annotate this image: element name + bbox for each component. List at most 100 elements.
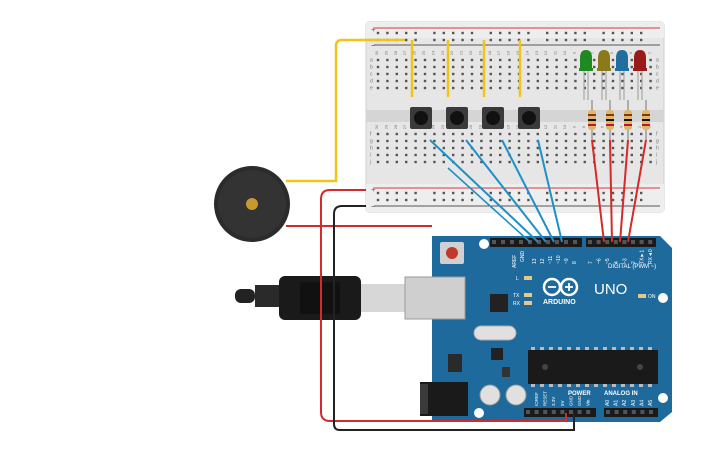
breadboard-hole[interactable] <box>630 72 633 76</box>
wire-yellow-buzzer[interactable] <box>286 38 405 183</box>
breadboard-hole[interactable] <box>433 79 436 83</box>
breadboard-hole[interactable] <box>470 139 474 143</box>
breadboard-hole[interactable] <box>583 146 586 150</box>
breadboard-hole[interactable] <box>414 160 417 164</box>
breadboard-hole[interactable] <box>395 132 398 136</box>
breadboard-hole[interactable] <box>452 132 455 136</box>
breadboard-hole[interactable] <box>470 65 474 69</box>
breadboard-hole[interactable] <box>452 153 455 157</box>
breadboard-hole[interactable] <box>564 160 568 164</box>
breadboard-hole[interactable] <box>461 58 464 62</box>
breadboard-hole[interactable] <box>527 58 530 62</box>
breadboard-hole[interactable] <box>499 160 502 164</box>
breadboard-hole[interactable] <box>527 86 530 90</box>
rail-hole[interactable] <box>461 198 464 202</box>
header-socket[interactable] <box>519 240 523 244</box>
yellow-jumpers[interactable] <box>410 40 522 97</box>
rail-hole[interactable] <box>395 198 398 202</box>
resistors[interactable] <box>588 100 650 140</box>
breadboard-hole[interactable] <box>452 58 455 62</box>
breadboard-hole[interactable] <box>621 79 624 83</box>
header-socket[interactable] <box>526 410 530 414</box>
breadboard-hole[interactable] <box>621 139 624 143</box>
rail-hole[interactable] <box>564 38 568 42</box>
rail-hole[interactable] <box>489 38 492 42</box>
breadboard-hole[interactable] <box>611 153 615 157</box>
power-header[interactable] <box>524 408 596 417</box>
breadboard-hole[interactable] <box>442 86 445 90</box>
breadboard-hole[interactable] <box>621 72 624 76</box>
breadboard-hole[interactable] <box>405 153 408 157</box>
breadboard-hole[interactable] <box>499 132 502 136</box>
breadboard-hole[interactable] <box>499 139 502 143</box>
breadboard-hole[interactable] <box>480 86 483 90</box>
breadboard-hole[interactable] <box>611 72 615 76</box>
breadboard-hole[interactable] <box>433 65 436 69</box>
breadboard-hole[interactable] <box>574 58 577 62</box>
rail-hole[interactable] <box>452 31 455 35</box>
rail-hole[interactable] <box>583 31 586 35</box>
rail-hole[interactable] <box>499 191 502 195</box>
rail-hole[interactable] <box>376 31 380 35</box>
breadboard-hole[interactable] <box>376 153 380 157</box>
rail-hole[interactable] <box>640 198 643 202</box>
breadboard-hole[interactable] <box>574 139 577 143</box>
breadboard-hole[interactable] <box>461 72 464 76</box>
header-socket[interactable] <box>510 240 514 244</box>
rail-hole[interactable] <box>583 191 586 195</box>
breadboard-hole[interactable] <box>517 153 521 157</box>
breadboard-hole[interactable] <box>649 153 652 157</box>
breadboard-hole[interactable] <box>480 139 483 143</box>
breadboard-hole[interactable] <box>442 160 445 164</box>
header-socket[interactable] <box>501 240 505 244</box>
breadboard-hole[interactable] <box>640 146 643 150</box>
analog-header[interactable] <box>604 408 658 417</box>
breadboard-hole[interactable] <box>583 72 586 76</box>
rail-hole[interactable] <box>461 31 464 35</box>
breadboard-hole[interactable] <box>423 79 427 83</box>
rail-hole[interactable] <box>433 191 436 195</box>
breadboard-hole[interactable] <box>649 160 652 164</box>
breadboard-hole[interactable] <box>433 132 436 136</box>
breadboard-hole[interactable] <box>480 160 483 164</box>
breadboard-hole[interactable] <box>499 86 502 90</box>
rail-hole[interactable] <box>489 31 492 35</box>
breadboard-hole[interactable] <box>414 153 417 157</box>
breadboard-hole[interactable] <box>423 58 427 62</box>
breadboard-hole[interactable] <box>583 153 586 157</box>
rail-hole[interactable] <box>574 38 577 42</box>
breadboard-hole[interactable] <box>480 132 483 136</box>
breadboard-hole[interactable] <box>593 146 596 150</box>
breadboard-hole[interactable] <box>452 65 455 69</box>
rail-hole[interactable] <box>546 198 549 202</box>
breadboard-hole[interactable] <box>611 146 615 150</box>
breadboard-hole[interactable] <box>376 58 380 62</box>
header-socket[interactable] <box>613 240 618 244</box>
breadboard-hole[interactable] <box>640 79 643 83</box>
breadboard-hole[interactable] <box>405 160 408 164</box>
breadboard-hole[interactable] <box>630 153 633 157</box>
breadboard-hole[interactable] <box>376 65 380 69</box>
breadboard-hole[interactable] <box>649 139 652 143</box>
breadboard-hole[interactable] <box>555 160 558 164</box>
breadboard-hole[interactable] <box>564 146 568 150</box>
breadboard-hole[interactable] <box>470 160 474 164</box>
rail-hole[interactable] <box>414 38 417 42</box>
rail-hole[interactable] <box>433 31 436 35</box>
rail-hole[interactable] <box>640 191 643 195</box>
rail-hole[interactable] <box>442 31 445 35</box>
breadboard-hole[interactable] <box>461 79 464 83</box>
breadboard-hole[interactable] <box>386 146 389 150</box>
breadboard-hole[interactable] <box>630 86 633 90</box>
breadboard-hole[interactable] <box>593 139 596 143</box>
breadboard-hole[interactable] <box>395 65 398 69</box>
breadboard-hole[interactable] <box>442 153 445 157</box>
rail-hole[interactable] <box>489 191 492 195</box>
breadboard-hole[interactable] <box>593 86 596 90</box>
breadboard-hole[interactable] <box>461 153 464 157</box>
breadboard-hole[interactable] <box>564 86 568 90</box>
rail-hole[interactable] <box>499 38 502 42</box>
led-1[interactable] <box>579 50 593 100</box>
breadboard-hole[interactable] <box>395 72 398 76</box>
breadboard-hole[interactable] <box>489 139 492 143</box>
